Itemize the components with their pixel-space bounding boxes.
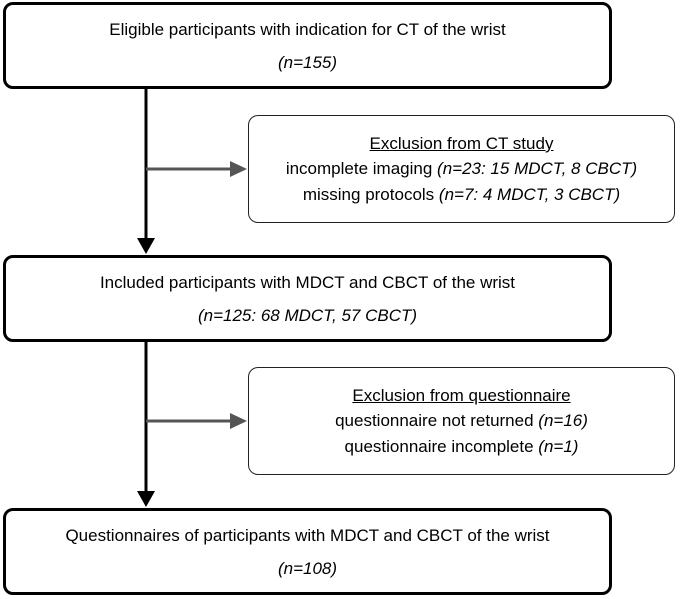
eligible-participants-count: (n=155): [277, 52, 338, 72]
branch-arrowhead-1: [230, 161, 247, 177]
exclusion-questionnaire-box: Exclusion from questionnaire questionnai…: [248, 367, 675, 475]
exclusion-questionnaire-incomplete: questionnaire incomplete (n=1): [345, 434, 579, 460]
exclusion-ct-study-box: Exclusion from CT study incomplete imagi…: [248, 115, 675, 223]
branch-arrowhead-2: [230, 413, 247, 429]
incomplete-imaging-count: (n=23: 15 MDCT, 8 CBCT): [437, 159, 638, 179]
incomplete-imaging-label: incomplete imaging: [285, 159, 438, 179]
exclusion-incomplete-imaging: incomplete imaging (n=23: 15 MDCT, 8 CBC…: [286, 156, 637, 182]
incomplete-label: questionnaire incomplete: [344, 436, 539, 456]
incomplete-count: (n=1): [538, 436, 579, 456]
exclusion-questionnaire-not-returned: questionnaire not returned (n=16): [335, 408, 588, 434]
questionnaires-count: (n=108): [277, 558, 338, 578]
questionnaires-title: Questionnaires of participants with MDCT…: [65, 525, 550, 545]
included-participants-count: (n=125: 68 MDCT, 57 CBCT): [197, 305, 418, 325]
not-returned-label: questionnaire not returned: [335, 411, 539, 431]
missing-protocols-count: (n=7: 4 MDCT, 3 CBCT): [438, 184, 621, 204]
included-participants-box: Included participants with MDCT and CBCT…: [3, 255, 612, 342]
questionnaires-box: Questionnaires of participants with MDCT…: [3, 508, 612, 595]
included-participants-title: Included participants with MDCT and CBCT…: [99, 272, 516, 292]
eligible-participants-box: Eligible participants with indication fo…: [3, 2, 612, 89]
flow-arrowhead-1: [137, 238, 155, 254]
missing-protocols-label: missing protocols: [302, 184, 439, 204]
exclusion-questionnaire-heading: Exclusion from questionnaire: [352, 385, 571, 405]
exclusion-ct-study-heading: Exclusion from CT study: [369, 133, 554, 153]
flow-arrowhead-2: [137, 491, 155, 507]
not-returned-count: (n=16): [538, 411, 588, 431]
exclusion-missing-protocols: missing protocols (n=7: 4 MDCT, 3 CBCT): [303, 182, 620, 208]
eligible-participants-title: Eligible participants with indication fo…: [109, 19, 506, 39]
